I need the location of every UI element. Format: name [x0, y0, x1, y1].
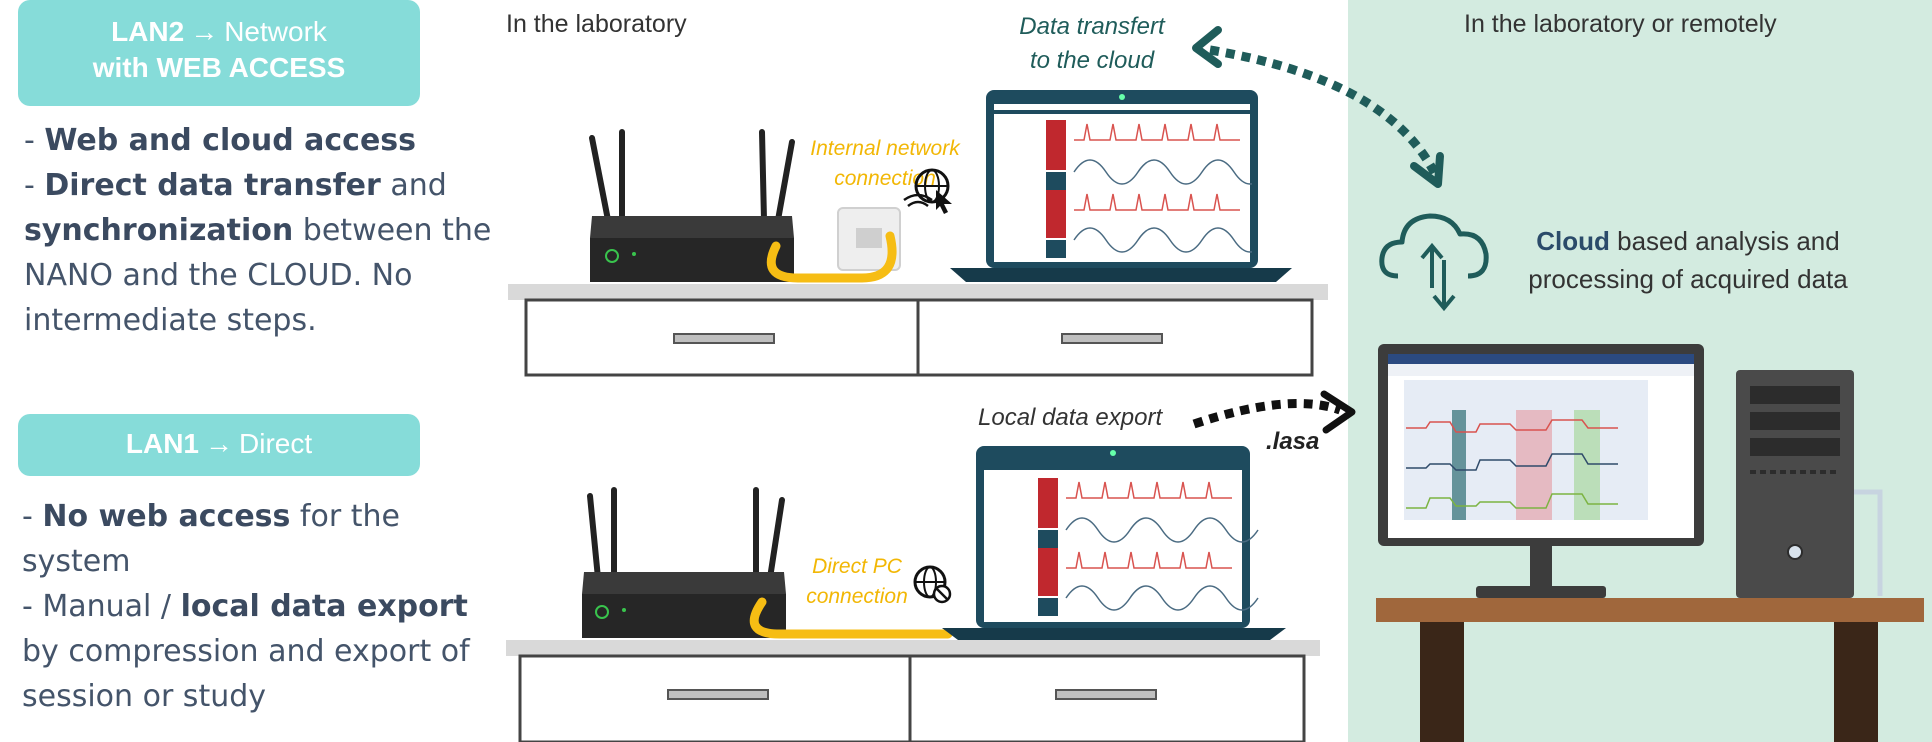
monitor-icon [1378, 344, 1704, 598]
lan1-desc-line: system [22, 544, 131, 579]
local-export-label: Local data export [978, 404, 1163, 431]
lan2-desc-line: synchronization between the [24, 213, 492, 248]
lan1-description: - No web access for the system - Manual … [22, 494, 492, 719]
laptop-icon [950, 90, 1292, 282]
data-transfer-label: Data transfert to the cloud [1019, 13, 1165, 74]
cloud-description: Cloud based analysis and processing of a… [1528, 226, 1848, 294]
globe-blocked-icon [913, 565, 952, 604]
lan2-desc-line: NANO and the CLOUD. No [24, 258, 413, 293]
globe-network-icon [903, 168, 952, 214]
cloud-sync-icon [1379, 213, 1489, 312]
internal-network-label: Internal network connection [810, 137, 960, 190]
lan1-name: LAN1 [125, 428, 199, 459]
local-export-arrow [1192, 390, 1356, 434]
lan1-target: Direct [239, 428, 313, 459]
arrow-right-icon: → [190, 16, 219, 47]
data-transfer-arrow [1192, 26, 1444, 188]
lan2-badge: LAN2→Network with WEB ACCESS [18, 0, 420, 106]
lan2-name: LAN2 [111, 16, 185, 47]
lan1-desc-line: - No web access for the [22, 499, 400, 534]
lan2-desc-line: intermediate steps. [24, 303, 317, 338]
arrow-right-icon: → [205, 428, 233, 459]
router-icon [589, 129, 795, 282]
remote-title: In the laboratory or remotely [1464, 10, 1777, 38]
lan2-target: Network [224, 16, 327, 47]
lan1-desc-line: session or study [22, 679, 267, 714]
lan2-description: - Web and cloud access - Direct data tra… [24, 118, 494, 343]
ethernet-socket-icon [837, 207, 901, 271]
laptop-icon [942, 446, 1286, 640]
lan2-desc-line: - Direct data transfer and [24, 168, 447, 203]
pc-tower-icon [1736, 370, 1883, 598]
lab-title: In the laboratory [506, 10, 687, 38]
lan2-desc-line: - Web and cloud access [24, 123, 417, 158]
top-cabinet [508, 284, 1328, 377]
lan1-desc-line: - Manual / local data export [22, 589, 468, 624]
lan2-line2: with WEB ACCESS [92, 52, 346, 83]
bottom-cabinet [506, 640, 1320, 742]
lasa-file-label: .lasa [1266, 428, 1320, 455]
lan1-badge: LAN1→Direct [18, 414, 420, 476]
lan1-desc-line: by compression and export of [22, 634, 470, 669]
desk-icon [1376, 598, 1924, 742]
direct-pc-label: Direct PC connection [806, 555, 908, 608]
